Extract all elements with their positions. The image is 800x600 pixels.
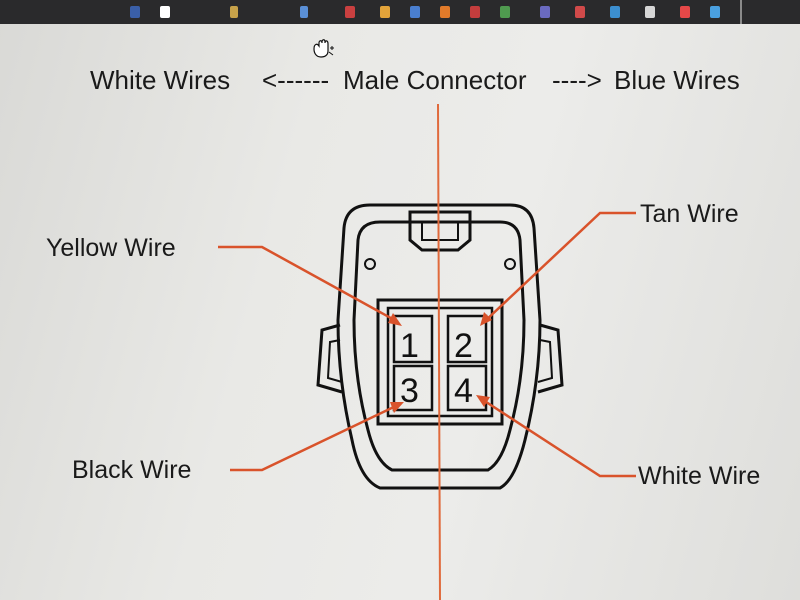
housing-inner-shell: [352, 220, 526, 472]
header-center-label: Male Connector: [343, 65, 527, 95]
pin-cell-3: [392, 364, 434, 412]
housing-right-tab-inner: [537, 339, 554, 383]
pin-cell-1: [392, 314, 434, 364]
wire-label-black: Black Wire: [72, 456, 191, 484]
arrowhead-tan: [480, 312, 492, 326]
connector-housing: [316, 203, 564, 490]
arrowhead-yellow: [388, 313, 402, 326]
callout-lines: [218, 211, 636, 478]
callout-line-white: [479, 396, 636, 478]
taskbar-app-icon[interactable]: [380, 6, 390, 18]
arrowhead-black: [390, 402, 404, 413]
pin-cavity-outer: [376, 298, 504, 426]
header-right-label: Blue Wires: [614, 65, 740, 95]
wire-label-white: White Wire: [638, 462, 760, 490]
wire-label-tan: Tan Wire: [640, 200, 739, 228]
wire-label-yellow: Yellow Wire: [46, 234, 176, 262]
callout-line-yellow: [218, 245, 399, 324]
callout-line-tan: [483, 211, 636, 323]
housing-right-tab: [537, 323, 564, 394]
housing-left-hole: [364, 258, 376, 270]
center-divider-line: [437, 103, 441, 600]
housing-outer-shell: [336, 203, 542, 490]
taskbar-app-icon[interactable]: [540, 6, 550, 18]
taskbar-divider: [740, 0, 742, 24]
taskbar-app-icon[interactable]: [680, 6, 690, 18]
taskbar-app-icon[interactable]: [710, 6, 720, 18]
pin-number-2: 2: [454, 327, 473, 365]
taskbar-app-icon[interactable]: [470, 6, 480, 18]
callout-arrowheads: [388, 312, 492, 413]
header-left-label: White Wires: [90, 65, 230, 95]
taskbar-app-icon[interactable]: [300, 6, 308, 18]
pin-number-4: 4: [454, 372, 473, 410]
arrowhead-white: [476, 395, 490, 407]
housing-left-tab: [316, 323, 343, 394]
callout-line-black: [230, 402, 401, 472]
taskbar-app-icon[interactable]: [410, 6, 420, 18]
taskbar-app-icon[interactable]: [230, 6, 238, 18]
pin-cell-4: [446, 364, 488, 412]
housing-latch: [408, 210, 472, 252]
taskbar-app-icon[interactable]: [645, 6, 655, 18]
pin-number-1: 1: [400, 327, 419, 365]
housing-right-hole: [504, 258, 516, 270]
taskbar-app-icon[interactable]: [345, 6, 355, 18]
taskbar-app-icon[interactable]: [610, 6, 620, 18]
taskbar-app-icon[interactable]: [440, 6, 450, 18]
housing-latch-inner: [421, 221, 459, 241]
taskbar-app-icon[interactable]: [130, 6, 140, 18]
header-left-arrow: <------: [262, 65, 329, 95]
taskbar-app-icon[interactable]: [160, 6, 170, 18]
taskbar: [0, 0, 800, 24]
pin-cell-2: [446, 314, 488, 364]
taskbar-app-icon[interactable]: [575, 6, 585, 18]
pin-number-3: 3: [400, 372, 419, 410]
taskbar-app-icon[interactable]: [500, 6, 510, 18]
pin-cavity-inner: [386, 306, 494, 418]
hand-grab-icon: [313, 39, 334, 58]
header-right-arrow: ---->: [552, 65, 602, 95]
housing-left-tab-inner: [326, 339, 343, 383]
